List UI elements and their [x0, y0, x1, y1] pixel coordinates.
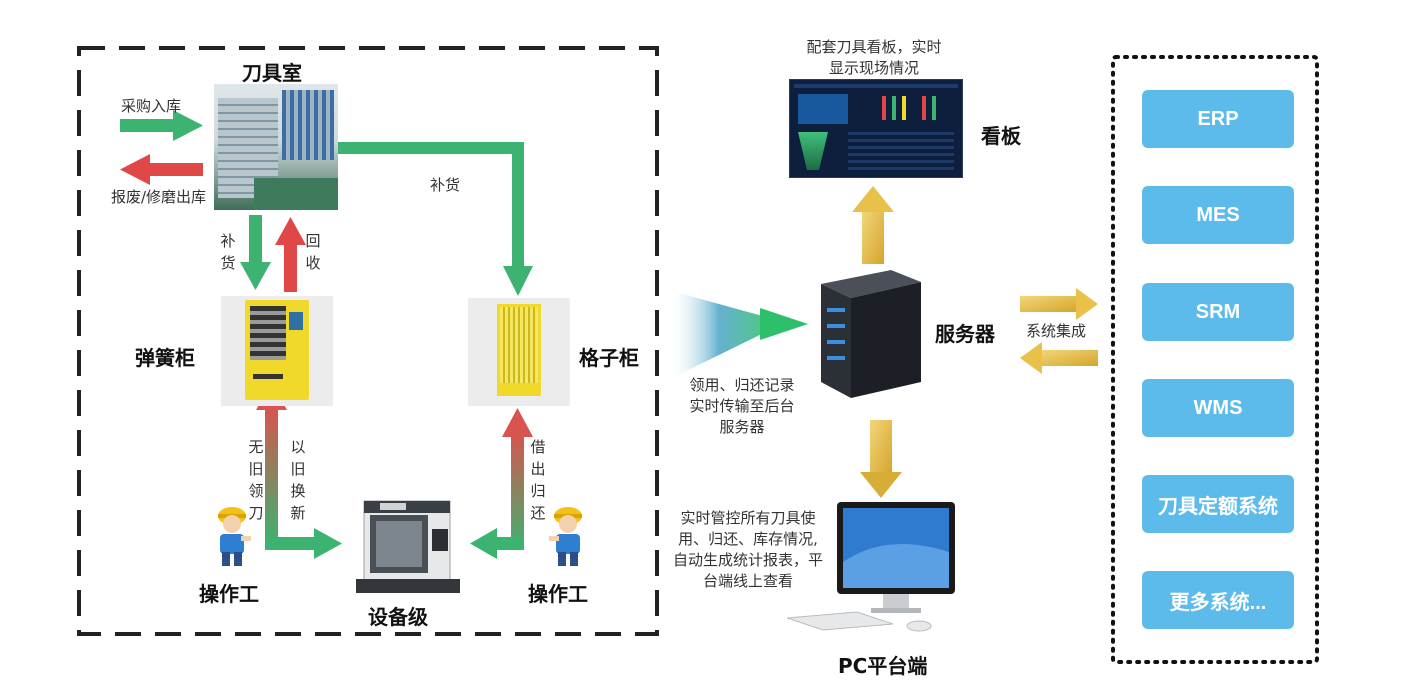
borrow-return-label: 借出归还 [530, 438, 546, 522]
systems-boundary [1111, 55, 1319, 664]
server-icon [821, 270, 921, 398]
system-erp[interactable]: ERP [1142, 90, 1294, 148]
recover-up-arrow [275, 217, 306, 292]
pc-desc-line-3: 自动生成统计报表，平 [672, 551, 823, 569]
replenish-label: 补货 [220, 232, 236, 272]
system-srm[interactable]: SRM [1142, 283, 1294, 341]
integration-right-arrow [1020, 288, 1098, 320]
grid-cabinet-title: 格子柜 [579, 346, 639, 370]
transmit-line-3: 服务器 [719, 418, 765, 436]
kanban-title: 看板 [981, 124, 1021, 148]
pc-monitor-icon [787, 502, 955, 632]
transmit-line-2: 实时传输至后台 [689, 397, 795, 415]
scrap-out-arrow [120, 154, 203, 185]
server-to-pc-arrow [860, 420, 902, 498]
cnc-machine-icon [356, 500, 460, 593]
swap-label: 以旧换新 [290, 438, 306, 522]
system-tool-quota[interactable]: 刀具定额系统 [1142, 475, 1294, 533]
operator-right-label: 操作工 [528, 582, 588, 606]
pc-desc: 实时管控所有刀具使 用、归还、库存情况, 自动生成统计报表，平 台端线上查看 [664, 508, 832, 592]
operator-left-label: 操作工 [199, 582, 259, 606]
transmit-line-1: 领用、归还记录 [689, 376, 795, 394]
purchase-in-arrow [120, 110, 203, 141]
grid-cabinet-photo [468, 298, 570, 406]
kanban-desc: 配套刀具看板，实时 显示现场情况 [786, 37, 962, 79]
no-old-label: 无旧领刀 [248, 438, 264, 522]
server-title: 服务器 [935, 322, 995, 346]
kanban-desc-line-2: 显示现场情况 [828, 59, 919, 77]
spring-cabinet-title: 弹簧柜 [135, 346, 195, 370]
system-more[interactable]: 更多系统... [1142, 571, 1294, 629]
kanban-screen [789, 79, 963, 178]
server-to-kanban-arrow [852, 186, 894, 264]
plant-boundary [77, 46, 659, 636]
tool-room-photo [214, 84, 338, 210]
replenish-grid-arrow [338, 142, 533, 296]
system-wms[interactable]: WMS [1142, 379, 1294, 437]
tool-room-title: 刀具室 [242, 61, 302, 85]
equipment-title: 设备级 [368, 605, 428, 629]
transmit-text: 领用、归还记录 实时传输至后台 服务器 [674, 375, 810, 438]
borrow-return-flow-arrow [470, 408, 533, 559]
data-beam [668, 290, 808, 380]
pc-desc-line-4: 台端线上查看 [702, 572, 793, 590]
replenish-grid-label: 补货 [430, 176, 461, 194]
operator-right-icon [549, 507, 582, 566]
integration-left-arrow [1020, 342, 1098, 374]
spring-cabinet-photo [221, 296, 333, 406]
integration-label: 系统集成 [1026, 322, 1087, 340]
scrap-out-label: 报废/修磨出库 [111, 188, 207, 206]
pc-title: PC平台端 [838, 654, 928, 678]
pc-desc-line-2: 用、归还、库存情况, [678, 530, 818, 548]
operator-left-icon [218, 507, 251, 566]
pc-desc-line-1: 实时管控所有刀具使 [680, 509, 816, 527]
recover-label: 回收 [305, 232, 321, 272]
replenish-down-arrow [240, 215, 271, 290]
purchase-in-label: 采购入库 [121, 97, 182, 115]
system-mes[interactable]: MES [1142, 186, 1294, 244]
kanban-desc-line-1: 配套刀具看板，实时 [806, 38, 942, 56]
